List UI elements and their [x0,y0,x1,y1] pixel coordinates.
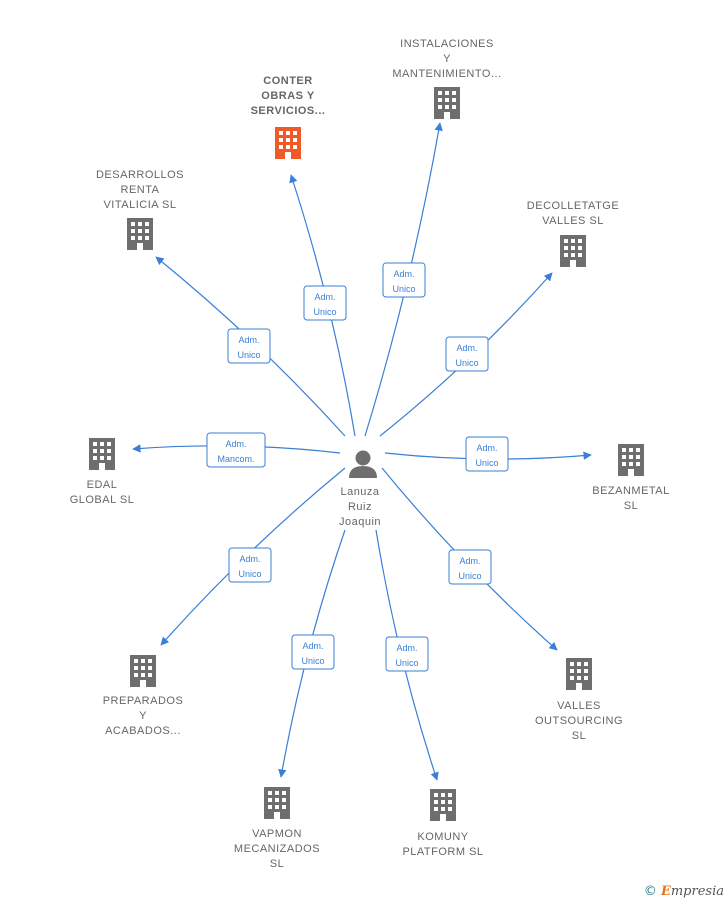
role-label: Unico [458,571,481,581]
company-name-line: VAPMON [252,828,302,840]
company-name-line: KOMUNY [417,831,468,843]
building-icon [430,789,456,821]
company-node-decolletatge[interactable]: DECOLLETATGE VALLES SL [527,200,619,267]
role-badge[interactable] [206,432,266,468]
company-name-line: DECOLLETATGE [527,200,619,212]
company-name-line: OUTSOURCING [535,715,623,727]
company-node-desarrollos[interactable]: DESARROLLOS RENTA VITALICIA SL [96,169,184,250]
company-name-line: INSTALACIONES [400,38,494,50]
person-name-line: Ruiz [348,501,372,513]
company-name-line: VALLES [557,700,601,712]
building-icon [127,218,153,250]
role-badge[interactable] [448,549,492,585]
edge-bezanmetal: Adm. Unico [384,436,592,472]
role-label: Adm. [239,554,260,564]
role-label: Unico [392,284,415,294]
role-badge[interactable] [228,547,272,583]
company-name-line: MANTENIMIENTO... [392,68,501,80]
building-icon [566,658,592,690]
person-node[interactable]: Lanuza Ruiz Joaquin [339,450,381,529]
company-name-line: SERVICIOS... [251,105,326,117]
role-label: Unico [475,458,498,468]
building-icon [434,87,460,119]
role-label: Mancom. [217,454,254,464]
company-name-line: VALLES SL [542,215,604,227]
company-node-vapmon[interactable]: VAPMON MECANIZADOS SL [234,787,320,870]
company-name-line: CONTER [263,75,312,87]
role-label: Unico [237,350,260,360]
company-name-line: OBRAS Y [261,90,315,102]
role-label: Adm. [302,641,323,651]
role-label: Adm. [459,556,480,566]
person-name-line: Lanuza [340,486,379,498]
role-label: Unico [238,569,261,579]
role-label: Adm. [225,439,246,449]
company-name-line: PREPARADOS [103,695,184,707]
company-node-conter[interactable]: CONTER OBRAS Y SERVICIOS... [251,75,326,159]
company-node-bezanmetal[interactable]: BEZANMETAL SL [592,444,670,512]
role-label: Unico [395,658,418,668]
role-badge[interactable] [382,262,426,298]
edge-edal: Adm. Mancom. [132,432,341,468]
company-name-line: DESARROLLOS [96,169,184,181]
role-badge[interactable] [303,285,347,321]
building-icon [275,127,301,159]
building-icon [618,444,644,476]
role-label: Unico [455,358,478,368]
company-name-line: VITALICIA SL [103,199,176,211]
edge-desarrollos: Adm. Unico [155,256,346,437]
company-name-line: SL [572,730,586,742]
role-badge[interactable] [385,636,429,672]
building-icon [264,787,290,819]
edge-vapmon: Adm. Unico [278,529,346,778]
role-label: Adm. [314,292,335,302]
edge-komuny: Adm. Unico [375,529,439,781]
building-icon [560,235,586,267]
role-label: Adm. [456,343,477,353]
role-badge[interactable] [227,328,271,364]
company-name-line: SL [270,858,284,870]
company-node-instalaciones[interactable]: INSTALACIONES Y MANTENIMIENTO... [392,38,501,119]
company-name-line: Y [443,53,451,65]
company-name-line: Y [139,710,147,722]
company-node-preparados[interactable]: PREPARADOS Y ACABADOS... [103,655,184,737]
role-label: Adm. [476,443,497,453]
company-node-valles[interactable]: VALLES OUTSOURCING SL [535,658,623,742]
role-label: Adm. [238,335,259,345]
copyright-icon: © [643,884,657,899]
company-name-line: EDAL [87,479,118,491]
company-name-line: ACABADOS... [105,725,181,737]
edge-instalaciones: Adm. Unico [364,122,443,437]
person-name-line: Joaquin [339,516,381,528]
role-badge[interactable] [445,336,489,372]
brand-initial: E [660,884,671,899]
company-name-line: GLOBAL SL [70,494,135,506]
company-name-line: BEZANMETAL [592,485,670,497]
role-label: Unico [313,307,336,317]
edge-decolletatge: Adm. Unico [379,272,553,437]
company-name-line: SL [624,500,638,512]
company-node-edal[interactable]: EDAL GLOBAL SL [70,438,135,506]
brand-footer: © Empresia [644,884,724,899]
company-name-line: PLATFORM SL [402,846,483,858]
role-badge[interactable] [465,436,509,472]
company-name-line: RENTA [121,184,160,196]
company-name-line: MECANIZADOS [234,843,320,855]
role-label: Adm. [393,269,414,279]
edge-conter: Adm. Unico [289,174,356,437]
company-node-komuny[interactable]: KOMUNY PLATFORM SL [402,789,483,858]
role-label: Unico [301,656,324,666]
person-icon [349,450,377,478]
edge-valles: Adm. Unico [381,467,558,651]
building-icon [89,438,115,470]
role-label: Adm. [396,643,417,653]
brand-name: mpresia [670,884,724,899]
building-icon [130,655,156,687]
role-badge[interactable] [291,634,335,670]
edge-preparados: Adm. Unico [160,467,346,646]
